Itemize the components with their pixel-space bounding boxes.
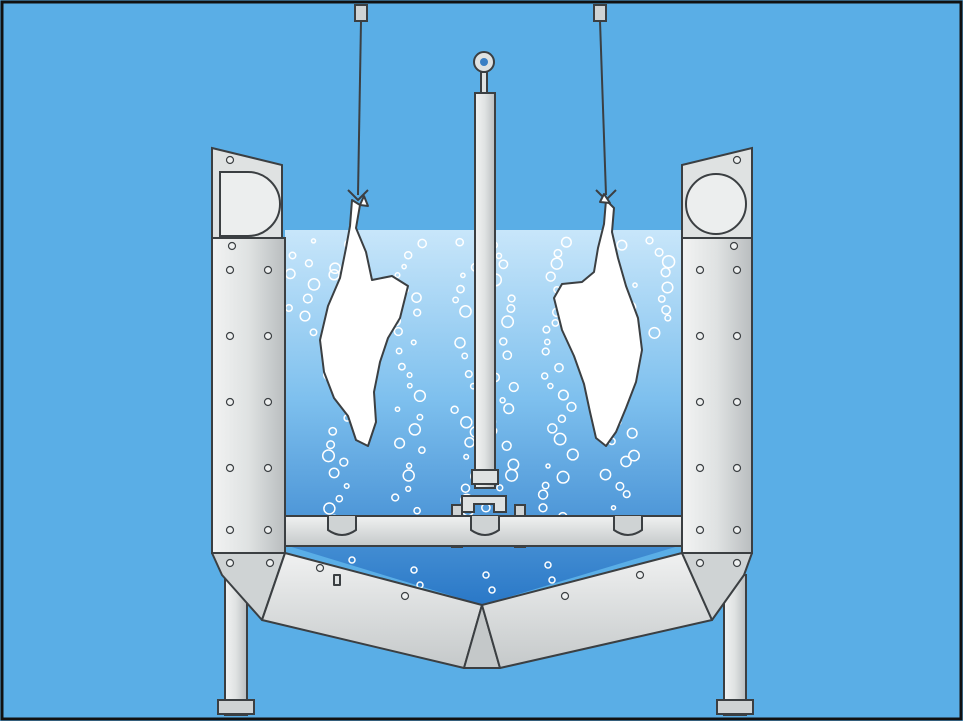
rivet [227, 527, 234, 534]
rivet [697, 399, 704, 406]
rivet [734, 157, 741, 164]
rivet [734, 267, 741, 274]
rivet [697, 560, 704, 567]
post-bar [475, 93, 495, 488]
rivet [734, 527, 741, 534]
right-foot [717, 700, 753, 714]
rivet [265, 465, 272, 472]
left-wall-panel [212, 238, 285, 553]
rivet [229, 243, 236, 250]
rivet [731, 243, 738, 250]
rivet [697, 333, 704, 340]
rivet [697, 465, 704, 472]
rivet [227, 157, 234, 164]
rivet [227, 399, 234, 406]
rivet [265, 333, 272, 340]
rivet [734, 560, 741, 567]
right-wall [682, 148, 752, 553]
drain-valve-icon [334, 575, 340, 585]
nozzle-right [614, 516, 642, 535]
rivet [697, 527, 704, 534]
right-hanger-top [594, 5, 606, 21]
rivet [227, 465, 234, 472]
right-roller [686, 174, 746, 234]
left-hanger-top [355, 5, 367, 21]
rivet [227, 560, 234, 567]
right-wall-panel [682, 238, 752, 553]
nozzle-left [328, 516, 356, 535]
air-pipe [285, 516, 682, 546]
rivet [227, 333, 234, 340]
rivet [267, 560, 274, 567]
left-wall [212, 148, 285, 553]
rivet [637, 572, 644, 579]
left-roller [220, 172, 280, 236]
nozzle-center [471, 516, 499, 535]
rivet [562, 593, 569, 600]
rivet [265, 527, 272, 534]
rivet [317, 565, 324, 572]
rivet [227, 267, 234, 274]
left-foot [218, 700, 254, 714]
rivet [734, 465, 741, 472]
rivet [697, 267, 704, 274]
rivet [265, 399, 272, 406]
rivet [734, 399, 741, 406]
rivet [265, 267, 272, 274]
rivet [734, 333, 741, 340]
rivet [402, 593, 409, 600]
